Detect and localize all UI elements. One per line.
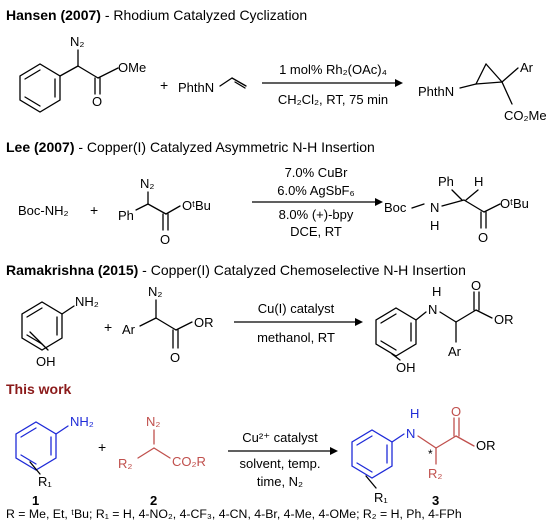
section-hansen: Hansen (2007) - Rhodium Catalyzed Cycliz… <box>6 7 547 123</box>
product-3-structure: H N O OR * R₂ R₁ 3 <box>351 404 496 508</box>
plus-sign: + <box>90 202 98 218</box>
condition-time: time, N₂ <box>257 474 303 489</box>
phenyl-diazoester-structure: N₂ OMe O <box>19 34 146 113</box>
r2-label: R₂ <box>118 456 132 471</box>
hydrogen-label: H <box>474 174 483 189</box>
section-ramakrishna: Ramakrishna (2015) - Copper(I) Catalyzed… <box>6 262 514 375</box>
section-title: This work <box>6 381 72 397</box>
diazo-label: N₂ <box>146 414 160 429</box>
section-title: Lee (2007) - Copper(I) Catalyzed Asymmet… <box>6 139 375 155</box>
carbonyl-oxygen: O <box>478 230 488 245</box>
amino-label: NH₂ <box>75 294 99 309</box>
boc-nh2-label: Boc-NH₂ <box>18 203 69 218</box>
boc-label: Boc <box>384 200 407 215</box>
phenyl-label: Ph <box>118 208 134 223</box>
condition-catalyst: Cu²⁺ catalyst <box>242 430 318 445</box>
carbonyl-oxygen: O <box>170 350 180 365</box>
diazo-label: N₂ <box>70 34 84 49</box>
carbonyl-oxygen: O <box>92 94 102 109</box>
ester-label: CO₂R <box>172 454 206 469</box>
ester-label: OᵗBu <box>500 196 529 211</box>
stereocenter-star: * <box>428 447 433 461</box>
aminophenol-structure: NH₂ OH <box>21 294 99 369</box>
carbonyl-oxygen: O <box>160 232 170 247</box>
nitrogen-label: N <box>406 426 415 441</box>
compound-1-label: 1 <box>32 493 39 508</box>
section-lee: Lee (2007) - Copper(I) Catalyzed Asymmet… <box>6 139 529 247</box>
condition-agsbf6: 6.0% AgSbF₆ <box>277 183 355 198</box>
r1-label: R₁ <box>38 474 52 489</box>
amino-label: NH₂ <box>70 414 94 429</box>
diazo-compound-2-structure: N₂ R₂ CO₂R 2 <box>118 414 206 508</box>
aryl-label: Ar <box>448 344 462 359</box>
nitrogen-label: N <box>428 302 437 317</box>
condition-dce: DCE, RT <box>290 224 342 239</box>
reaction-arrow: 1 mol% Rh₂(OAc)₄ CH₂Cl₂, RT, 75 min <box>262 62 403 107</box>
condition-solvent: CH₂Cl₂, RT, 75 min <box>278 92 388 107</box>
diazo-label: N₂ <box>140 176 154 191</box>
compound-3-label: 3 <box>432 493 439 508</box>
aryl-label: Ar <box>122 322 136 337</box>
boc-amino-ester-product-structure: Ph H Boc N H OᵗBu O <box>384 174 529 245</box>
carbonyl-oxygen: O <box>471 278 481 293</box>
ester-label: OR <box>494 312 514 327</box>
carbonyl-oxygen: O <box>451 404 461 419</box>
aryl-label: Ar <box>520 60 534 75</box>
nh-hydrogen-label: H <box>430 218 439 233</box>
ester-label: OR <box>476 438 496 453</box>
condition-bpy: 8.0% (+)-bpy <box>279 207 354 222</box>
condition-cubr: 7.0% CuBr <box>285 165 349 180</box>
phenyl-diazo-tbutylester-structure: Ph N₂ OᵗBu O <box>118 176 211 247</box>
phenyl-label: Ph <box>438 174 454 189</box>
r2-label: R₂ <box>428 466 442 481</box>
section-title: Hansen (2007) - Rhodium Catalyzed Cycliz… <box>6 7 307 23</box>
nh-hydrogen-label: H <box>410 406 419 421</box>
phthn-label: PhthN <box>178 80 214 95</box>
condition-solvent: methanol, RT <box>257 330 335 345</box>
aniline-structure: NH₂ R₁ 1 <box>15 414 94 508</box>
plus-sign: + <box>160 77 168 93</box>
section-title: Ramakrishna (2015) - Copper(I) Catalyzed… <box>6 262 466 278</box>
ester-label: CO₂Me <box>504 108 547 123</box>
nitrogen-label: N <box>430 200 439 215</box>
ester-label: OR <box>194 315 214 330</box>
cyclopropane-product-structure: PhthN Ar CO₂Me <box>418 60 547 123</box>
condition-solvent: solvent, temp. <box>240 456 321 471</box>
diazo-label: N₂ <box>148 284 162 299</box>
hydroxyl-label: OH <box>36 354 56 369</box>
nh-hydrogen-label: H <box>432 284 441 299</box>
section-this-work: This work NH₂ R₁ 1 + N₂ R₂ CO₂R 2 Cu²⁺ c… <box>6 381 496 508</box>
footer-substituents: R = Me, Et, ᵗBu; R₁ = H, 4-NO₂, 4-CF₃, 4… <box>6 507 462 521</box>
reaction-arrow: Cu²⁺ catalyst solvent, temp. time, N₂ <box>228 430 338 489</box>
phthn-label: PhthN <box>418 84 454 99</box>
reaction-arrow: 7.0% CuBr 6.0% AgSbF₆ 8.0% (+)-bpy DCE, … <box>252 165 383 239</box>
plus-sign: + <box>98 439 106 455</box>
condition-catalyst: Cu(I) catalyst <box>258 301 335 316</box>
r1-label: R₁ <box>374 490 388 505</box>
ester-label: OᵗBu <box>182 198 211 213</box>
plus-sign: + <box>104 319 112 335</box>
reaction-arrow: Cu(I) catalyst methanol, RT <box>234 301 363 345</box>
hydroxyl-label: OH <box>396 360 416 375</box>
n-vinylphthalimide-structure: PhthN <box>178 77 247 95</box>
condition-catalyst: 1 mol% Rh₂(OAc)₄ <box>279 62 387 77</box>
aryl-diazoester-structure: N₂ Ar OR O <box>122 284 214 365</box>
ester-label: OMe <box>118 60 146 75</box>
n-aryl-amino-ester-product-structure: H N O OR Ar OH <box>375 278 514 375</box>
compound-2-label: 2 <box>150 493 157 508</box>
